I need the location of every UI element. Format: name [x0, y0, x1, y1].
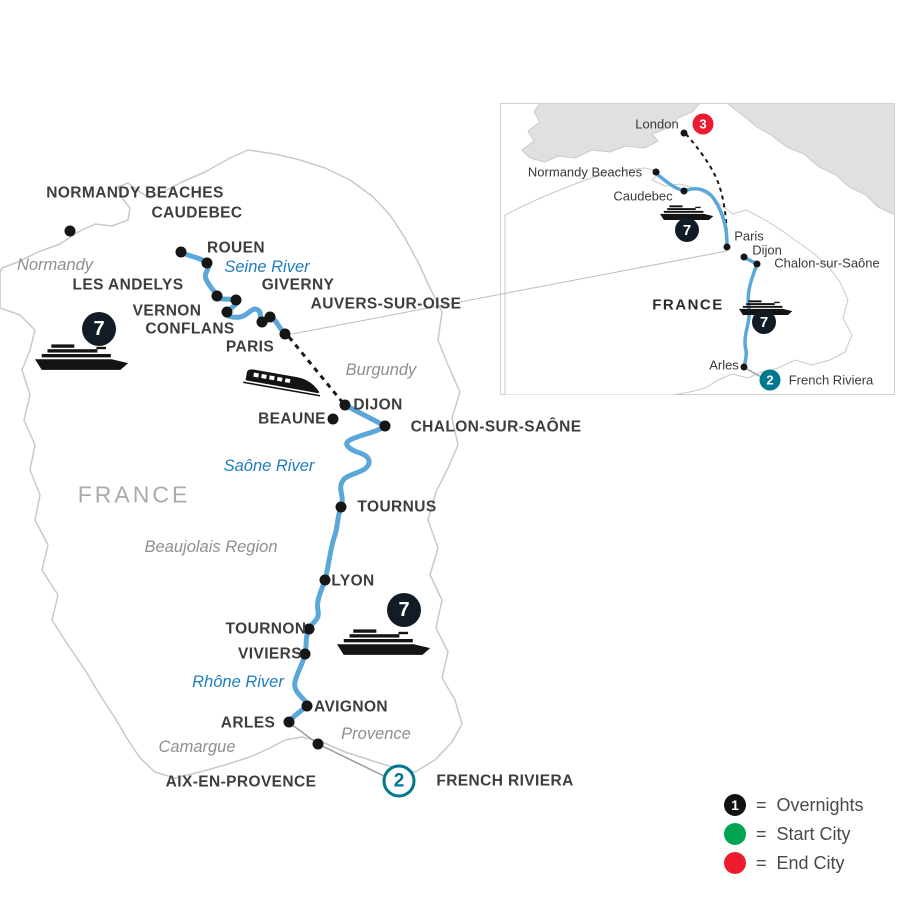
- inset-map: [500, 103, 895, 395]
- region-label-normandy: Normandy: [16, 255, 94, 274]
- inset-saone-rhone-nights-badge: 7: [752, 310, 776, 334]
- saone-rhone-route: [286, 402, 388, 725]
- city-label-dijon: DIJON: [353, 396, 403, 414]
- legend-end-city-label: End City: [776, 852, 845, 873]
- city-dot-avignon: [301, 700, 313, 712]
- city-dot-tournus: [335, 501, 347, 513]
- inset-label-french-riviera: French Riviera: [788, 372, 874, 388]
- city-dot-rouen: [201, 257, 213, 269]
- inset-riviera-nights-badge: 2: [759, 369, 781, 391]
- region-label-burgundy: Burgundy: [345, 360, 417, 379]
- inset-label-caudebec: Caudebec: [613, 188, 673, 204]
- city-dot-chalon-sur-saone: [379, 420, 391, 432]
- inset-country-label-france: FRANCE: [652, 296, 724, 314]
- inset-dot-london: [680, 129, 688, 137]
- inset-dot-dijon: [740, 253, 748, 261]
- legend-equals: =: [756, 852, 767, 873]
- inset-riviera-transfer-line: [746, 368, 762, 378]
- city-label-beaune: BEAUNE: [258, 410, 326, 428]
- inset-england-outline: [521, 103, 701, 163]
- legend-equals: =: [756, 823, 767, 844]
- river-label-saone: Saône River: [223, 456, 315, 475]
- inset-label-chalon-sur-saone: Chalon-sur-Saône: [774, 255, 880, 271]
- inset-london-nights-badge: 3: [692, 113, 714, 135]
- inset-saone-rhone-route: [742, 255, 760, 369]
- city-label-arles: ARLES: [220, 714, 276, 732]
- overnights-symbol-badge: 1: [724, 794, 746, 816]
- inset-dot-caudebec: [680, 187, 688, 195]
- legend-equals: =: [756, 794, 767, 815]
- inset-label-arles: Arles: [709, 357, 739, 373]
- city-label-caudebec: CAUDEBEC: [151, 204, 243, 222]
- city-dot-normandy-beaches: [64, 225, 76, 237]
- city-dot-vernon: [221, 306, 233, 318]
- inset-dot-arles: [740, 363, 748, 371]
- region-label-camargue: Camargue: [158, 737, 236, 756]
- city-dot-giverny: [230, 294, 242, 306]
- france-outline: [0, 149, 463, 779]
- city-dot-viviers: [299, 648, 311, 660]
- city-label-paris: PARIS: [225, 338, 275, 356]
- city-dot-paris: [279, 328, 291, 340]
- riviera-nights-badge: 2: [382, 764, 416, 798]
- city-label-giverny: GIVERNY: [261, 276, 335, 294]
- inset-dot-paris: [723, 243, 731, 251]
- seine-nights-badge: 7: [82, 312, 116, 346]
- rhone-nights-badge: 7: [387, 593, 421, 627]
- region-label-beaujolais: Beaujolais Region: [144, 537, 278, 556]
- inset-link-line: [291, 250, 728, 335]
- legend-overnights: 1 = Overnights: [724, 794, 864, 816]
- inset-label-normandy-beaches: Normandy Beaches: [527, 164, 643, 180]
- city-label-les-andelys: LES ANDELYS: [72, 276, 184, 294]
- city-dot-dijon: [339, 399, 351, 411]
- city-label-tournus: TOURNUS: [357, 498, 437, 516]
- city-label-auvers-sur-oise: AUVERS-SUR-OISE: [310, 295, 462, 313]
- legend-start-city-label: Start City: [776, 823, 851, 844]
- paris-dijon-rail-route: [287, 336, 345, 404]
- city-dot-lyon: [319, 574, 331, 586]
- country-label-france: FRANCE: [77, 481, 191, 508]
- city-dot-tournon: [303, 623, 315, 635]
- inset-label-dijon: Dijon: [752, 242, 782, 258]
- inset-dot-chalon-sur-saone: [753, 260, 761, 268]
- river-label-seine: Seine River: [224, 257, 310, 276]
- city-dot-auvers-sur-oise: [264, 311, 276, 323]
- city-dot-caudebec: [175, 246, 187, 258]
- city-label-viviers: VIVIERS: [238, 645, 302, 663]
- city-dot-conflans: [256, 316, 268, 328]
- inset-dot-normandy-beaches: [652, 168, 660, 176]
- legend-overnights-label: Overnights: [776, 794, 864, 815]
- inset-label-paris: Paris: [734, 228, 764, 244]
- start-city-symbol: [724, 823, 746, 845]
- river-label-rhone: Rhône River: [192, 672, 284, 691]
- inset-continent-outline: [726, 103, 895, 216]
- city-label-aix-en-provence: AIX-EN-PROVENCE: [165, 773, 317, 791]
- inset-seine-nights-badge: 7: [675, 218, 699, 242]
- city-label-vernon: VERNON: [132, 302, 202, 320]
- city-label-conflans: CONFLANS: [145, 320, 235, 338]
- city-dot-arles: [283, 716, 295, 728]
- inset-france-outline: [504, 167, 853, 395]
- city-label-normandy-beaches: NORMANDY BEACHES: [46, 184, 224, 202]
- city-dot-aix-en-provence: [312, 738, 324, 750]
- city-label-tournon: TOURNON: [225, 620, 307, 638]
- city-label-lyon: LYON: [331, 572, 375, 590]
- city-label-avignon: AVIGNON: [314, 698, 388, 716]
- city-label-chalon-sur-saone: CHALON-SUR-SAÔNE: [410, 418, 582, 436]
- city-dot-beaune: [327, 413, 339, 425]
- inset-label-london: London: [635, 116, 679, 132]
- city-label-french-riviera: FRENCH RIVIERA: [436, 772, 574, 790]
- end-city-symbol: [724, 852, 746, 874]
- region-label-provence: Provence: [341, 724, 411, 743]
- city-dot-les-andelys: [211, 290, 223, 302]
- city-label-rouen: ROUEN: [207, 239, 265, 257]
- legend-start-city: = Start City: [724, 823, 851, 845]
- overnights-symbol: 1: [731, 797, 739, 813]
- inset-seine-route: [656, 173, 729, 249]
- legend-end-city: = End City: [724, 852, 845, 874]
